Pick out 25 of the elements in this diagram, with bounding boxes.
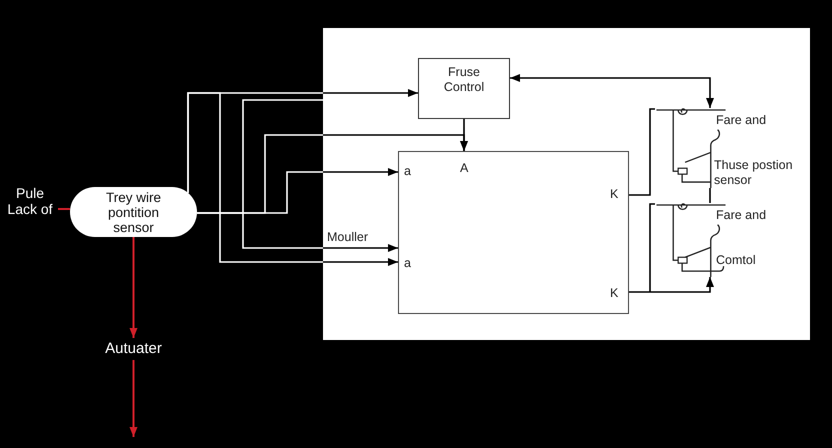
arrow	[130, 360, 138, 437]
port-label: K	[610, 187, 618, 201]
port-label: K	[610, 286, 618, 300]
arrow	[187, 92, 398, 266]
relay-label: Thuse postion sensor	[714, 158, 794, 188]
arrow	[628, 203, 714, 293]
port-label: A	[460, 161, 468, 175]
double-arrow	[510, 74, 714, 108]
connector-line	[629, 108, 655, 196]
signal-label: Autuater	[100, 338, 167, 360]
relay-label: Fare and	[716, 113, 768, 128]
signal-label: Pule Lack of	[2, 185, 58, 217]
connector-line	[58, 208, 70, 210]
process-box: Fruse Control	[418, 58, 510, 119]
arrow	[460, 119, 468, 151]
relay-label: Comtol	[716, 253, 757, 268]
arrow	[196, 99, 399, 252]
relay-label: Fare and	[716, 208, 768, 223]
sensor-pill: Trey wire pontition sensor	[70, 187, 197, 237]
module-box	[398, 151, 629, 314]
port-label: a	[404, 256, 411, 270]
connector-line	[709, 188, 711, 203]
port-label: a	[404, 164, 411, 178]
arrow	[130, 237, 138, 338]
edge-label: Mouller	[326, 230, 369, 244]
